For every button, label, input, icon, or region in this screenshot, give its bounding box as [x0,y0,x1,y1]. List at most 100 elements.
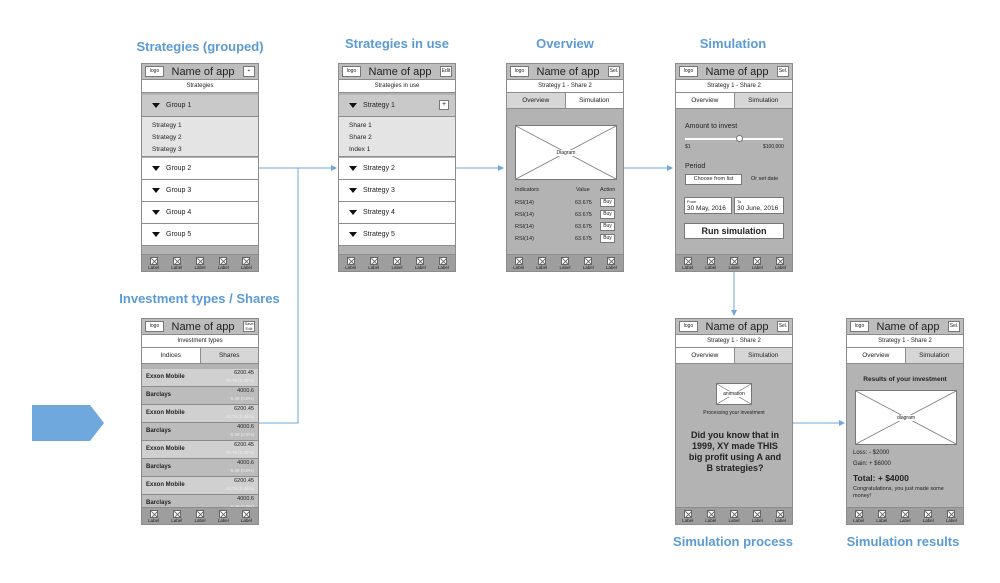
results-diagram-placeholder: diagram [855,390,957,445]
bottom-tab[interactable]: Label [142,255,165,271]
slider-handle[interactable] [736,135,743,142]
bottom-tab[interactable]: Label [722,255,745,271]
to-date-field[interactable]: To 30 June, 2016 [734,197,784,214]
bottom-tab[interactable]: Label [893,508,916,524]
bottom-tab[interactable]: Label [577,255,600,271]
bottom-tab[interactable]: Label [553,255,576,271]
tab-shares[interactable]: Shares [199,348,258,363]
amount-slider[interactable] [685,138,783,140]
buy-button[interactable]: Buy [600,210,615,219]
bottom-tab[interactable]: Label [722,508,745,524]
indicator-name: RSI(14) [515,200,534,206]
select-button[interactable]: Sel. [948,321,960,332]
bottom-tab[interactable]: Label [362,255,385,271]
add-button[interactable]: + [243,66,255,77]
bottom-tab[interactable]: Label [600,255,623,271]
bottom-tab[interactable]: Label [746,255,769,271]
share-name: Exxon Mobile [146,482,185,488]
bottom-tab[interactable]: Label [769,255,792,271]
bottom-tab[interactable]: Label [699,255,722,271]
buy-button[interactable]: Buy [600,198,615,207]
bottom-tab[interactable]: Label [507,255,530,271]
strategy-row-open[interactable]: Strategy 1 + [339,95,455,117]
bottom-tab-label: Label [240,518,252,523]
run-simulation-button[interactable]: Run simulation [684,223,784,239]
share-change: +0.75 (0.45%) [225,414,254,419]
group-row[interactable]: Group 4 [142,202,258,224]
app-top-bar: logo Name of app Save Edit [142,319,258,335]
bottom-tab-label: Label [513,265,525,270]
bottom-tab[interactable]: Label [409,255,432,271]
group-label: Group 2 [166,165,192,172]
strategy-row[interactable]: Strategy 2 [339,158,455,180]
bottom-tab[interactable]: Label [385,255,408,271]
from-date-field[interactable]: From 30 May, 2016 [684,197,732,214]
strategy-row[interactable]: Strategy 4 [339,202,455,224]
sub-item[interactable]: Index 1 [349,146,371,153]
select-button[interactable]: Sel. [608,66,620,77]
select-button[interactable]: Sel. [777,321,789,332]
bottom-tab[interactable]: Label [339,255,362,271]
sub-item[interactable]: Strategy 2 [152,134,182,141]
bottom-tab[interactable]: Label [847,508,870,524]
sub-item[interactable]: Strategy 3 [152,146,182,153]
placeholder-icon [416,257,425,265]
tab-indices[interactable]: Indices [142,348,200,363]
bottom-tab[interactable]: Label [165,255,188,271]
tab-overview[interactable]: Overview [676,348,734,363]
bottom-tab[interactable]: Label [530,255,553,271]
bottom-tab[interactable]: Label [188,508,211,524]
bottom-tab[interactable]: Label [142,508,165,524]
add-button[interactable]: + [439,100,449,110]
bottom-tab[interactable]: Label [432,255,455,271]
save-edit-button[interactable]: Save Edit [243,321,255,332]
buy-button[interactable]: Buy [600,222,615,231]
select-button[interactable]: Sel. [777,66,789,77]
tab-simulation[interactable]: Simulation [733,348,792,363]
bottom-tab[interactable]: Label [212,508,235,524]
tab-overview[interactable]: Overview [676,93,734,108]
bottom-tab[interactable]: Label [235,508,258,524]
edit-button[interactable]: Edit [440,66,452,77]
tab-simulation[interactable]: Simulation [733,93,792,108]
bottom-tab[interactable]: Label [870,508,893,524]
share-value: 4000.6 [237,424,254,430]
bottom-tab[interactable]: Label [188,255,211,271]
bottom-tab[interactable]: Label [940,508,963,524]
bottom-tab[interactable]: Label [212,255,235,271]
group-row[interactable]: Group 3 [142,180,258,202]
tab-simulation[interactable]: Simulation [564,93,623,108]
group-row-open[interactable]: Group 1 [142,95,258,117]
strategy-row[interactable]: Strategy 5 [339,224,455,246]
share-name: Barclays [146,464,172,470]
bottom-tab[interactable]: Label [676,255,699,271]
tab-simulation[interactable]: Simulation [904,348,963,363]
bottom-tab[interactable]: Label [165,508,188,524]
group-row[interactable]: Group 2 [142,158,258,180]
bottom-tab[interactable]: Label [699,508,722,524]
placeholder-icon [196,510,204,518]
sub-item[interactable]: Strategy 1 [152,122,182,129]
bottom-tab[interactable]: Label [676,508,699,524]
tab-overview[interactable]: Overview [507,93,565,108]
bottom-tab[interactable]: Label [746,508,769,524]
buy-button[interactable]: Buy [600,234,615,243]
strategy-row[interactable]: Strategy 3 [339,180,455,202]
choose-from-list-select[interactable]: Choose from list [685,174,742,185]
bottom-tab[interactable]: Label [769,508,792,524]
bottom-tab-label: Label [217,265,229,270]
sub-item[interactable]: Share 1 [349,122,372,129]
bottom-tab[interactable]: Label [917,508,940,524]
sub-item[interactable]: Share 2 [349,134,372,141]
group-row[interactable]: Group 5 [142,224,258,246]
bottom-tab-label: Label [922,518,934,523]
tab-overview[interactable]: Overview [847,348,905,363]
bottom-tab[interactable]: Label [235,255,258,271]
